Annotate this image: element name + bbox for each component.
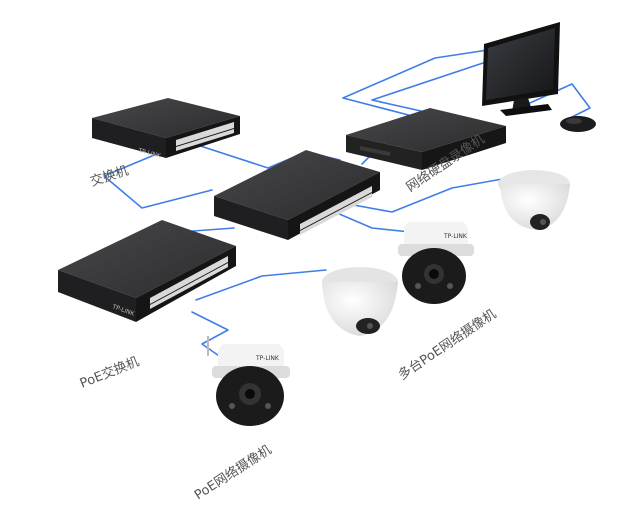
ptz-camera-icon-2: TP-LINK [207, 336, 290, 426]
dome-camera-icon-2 [322, 267, 398, 336]
cable-center-dome1 [347, 177, 509, 213]
brand-logo-ptz-2: TP-LINK [255, 355, 280, 362]
label-multi-cameras: 多台PoE网络摄像机 [395, 306, 499, 383]
label-poe-switch: PoE交换机 [78, 353, 142, 391]
cable-poe-dome3 [195, 269, 327, 301]
dome-camera-icon [498, 170, 570, 230]
cable-center-ptz2 [329, 209, 411, 233]
poe-switch-icon: TP-LINK [58, 220, 236, 322]
label-switch: 交换机 [88, 163, 130, 190]
brand-logo-ptz: TP-LINK [443, 233, 468, 240]
cable-switch-center-2 [103, 145, 213, 209]
cable-monitor-nvr [342, 49, 489, 119]
label-single-camera: PoE网络摄像机 [191, 442, 274, 504]
cable-poe-ptz4 [191, 311, 229, 359]
switch-icon: TP-LINK [92, 98, 240, 160]
center-switch-icon [214, 150, 380, 240]
mouse-icon [560, 116, 596, 132]
monitor-icon [482, 22, 560, 116]
cables [103, 49, 591, 359]
cable-mouse-nvr [509, 83, 591, 121]
ptz-camera-icon: TP-LINK [398, 222, 474, 304]
nvr-icon [346, 108, 506, 170]
